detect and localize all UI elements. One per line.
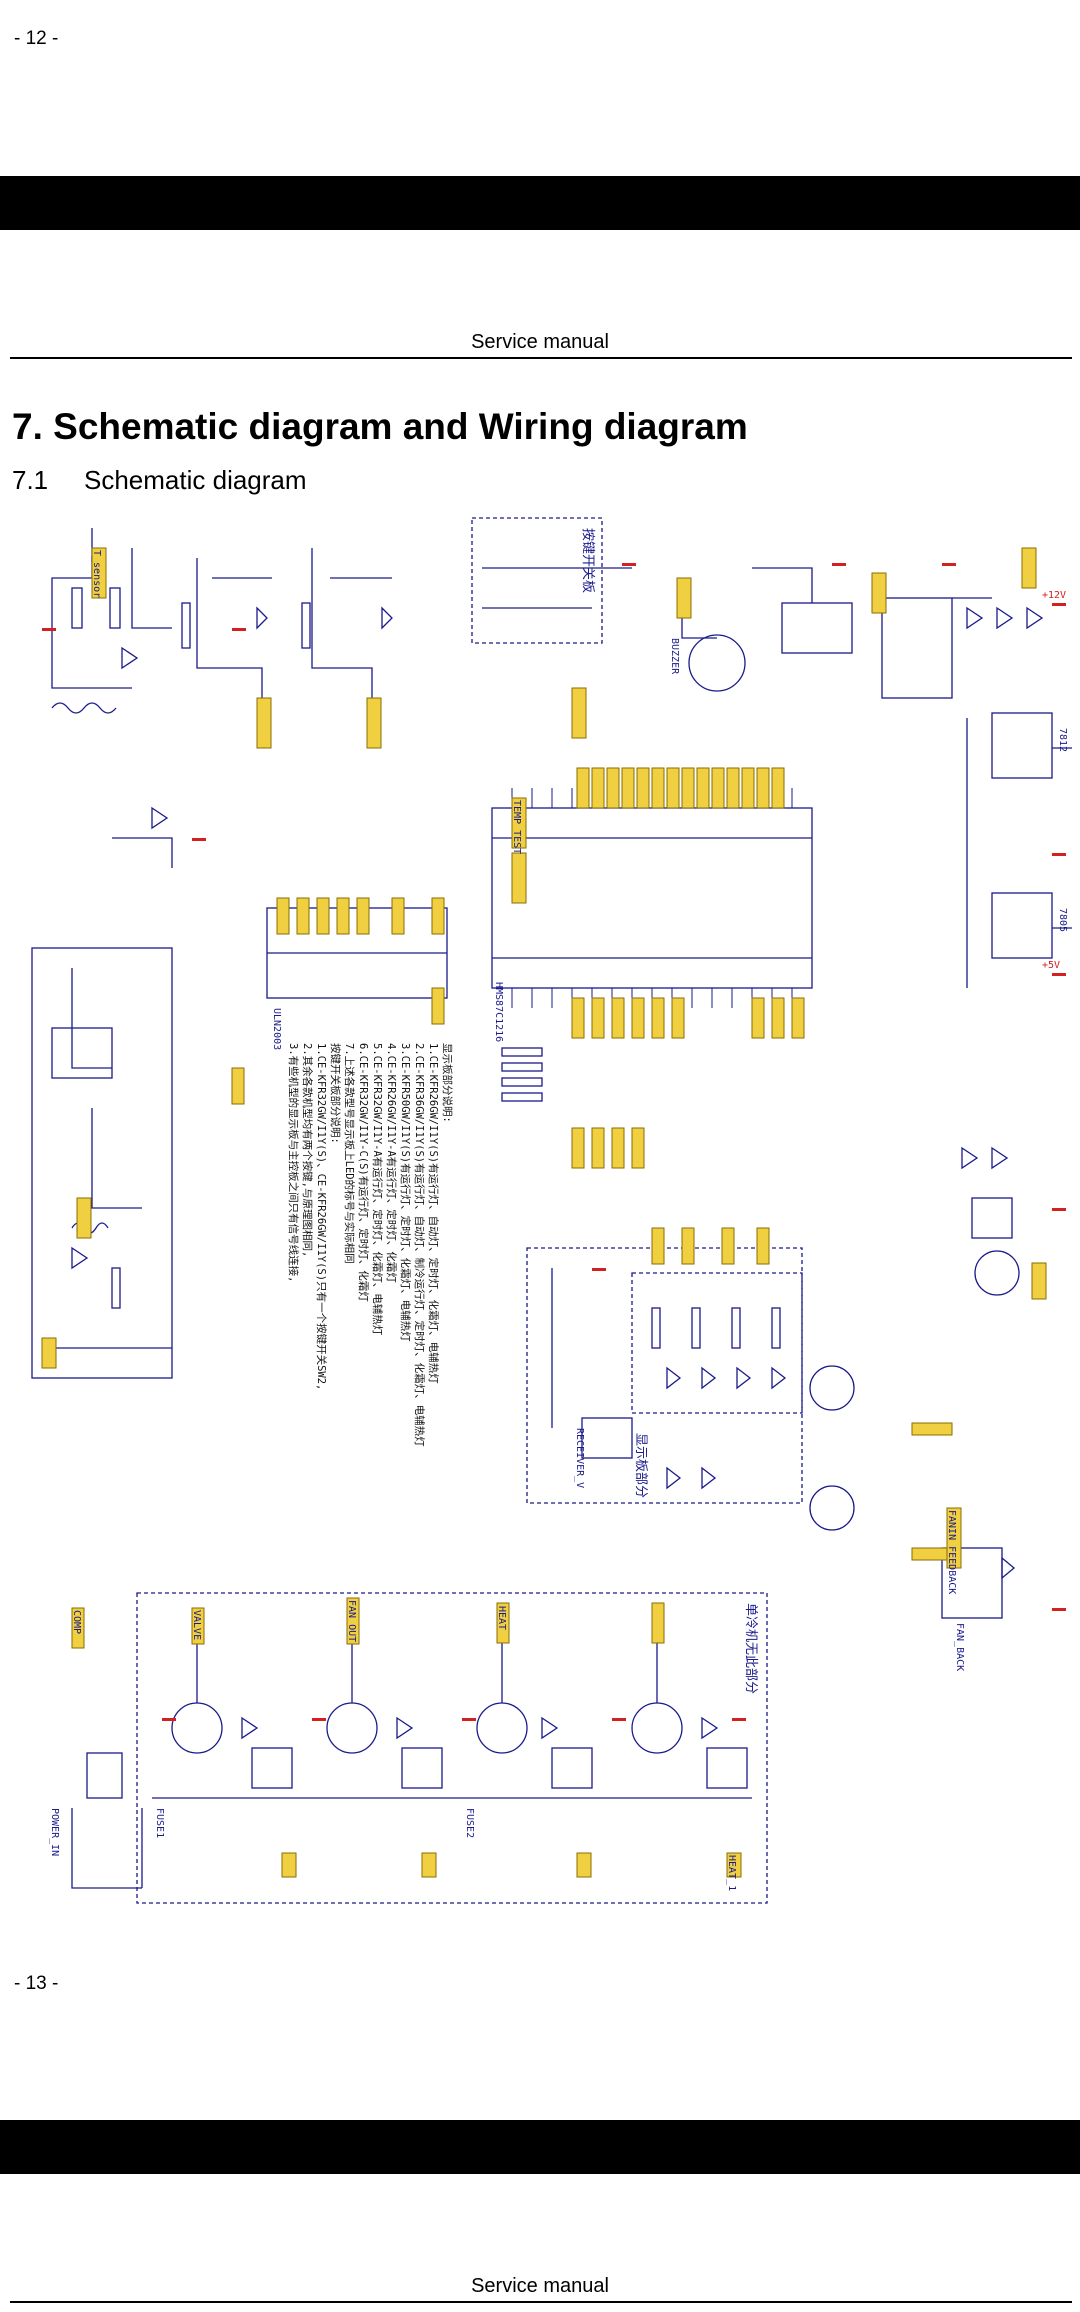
note-line: 5.CE-KFR32GW/I1Y-A有运行灯、定时灯、化霜灯、电辅热灯 bbox=[371, 1043, 384, 1336]
net-comp: COMP bbox=[71, 1610, 82, 1634]
header-black-bar bbox=[0, 176, 1080, 230]
note-line: 2.CE-KFR36GW/I1Y(S)有运行灯、自动灯、制冷运行灯、定时灯、化霜… bbox=[413, 1043, 426, 1447]
footer-service-manual: Service manual bbox=[471, 2275, 609, 2297]
note-line: 1.CE-KFR32GW/I1Y(S)、CE-KFR26GW/I1Y(S)只有一… bbox=[315, 1043, 328, 1390]
regulator-7805-label: 7805 bbox=[1057, 908, 1068, 932]
note-line: 7.上述各款型号显示板上LED的标号与实际相同 bbox=[343, 1043, 356, 1264]
page-number-top: - 12 - bbox=[14, 28, 59, 49]
footer-black-bar bbox=[0, 2120, 1080, 2174]
regulator-7812-label: 7812 bbox=[1057, 728, 1068, 752]
net-valve: VALVE bbox=[191, 1610, 202, 1640]
relay-block-title: 单冷机无此部分 bbox=[743, 1603, 758, 1694]
fuse1-label: FUSE1 bbox=[154, 1808, 165, 1838]
display-block-title: 显示板部分 bbox=[633, 1433, 648, 1498]
net-plus-12v: +12V bbox=[1042, 590, 1066, 601]
net-temp-test: TEMP TEST bbox=[511, 800, 522, 854]
buzzer-label: BUZZER bbox=[669, 638, 680, 675]
note-line: 1.CE-KFR26GW/I1Y(S)有运行灯、自动灯、定时灯、化霜灯、电辅热灯 bbox=[427, 1043, 440, 1384]
header-service-manual: Service manual bbox=[471, 331, 609, 353]
subsection-title: Schematic diagram bbox=[84, 465, 307, 495]
note-line: 按键开关板部分说明: bbox=[329, 1043, 342, 1144]
schematic-diagram: HMS87C1216 ULN2003 BUZZER RECEIVER_V 781… bbox=[31, 517, 1072, 1904]
net-heat: HEAT bbox=[496, 1606, 507, 1630]
uln2003-label: ULN2003 bbox=[271, 1008, 282, 1050]
mcu-label: HMS87C1216 bbox=[493, 982, 504, 1042]
footer-rule bbox=[10, 2301, 1072, 2303]
net-fan-feedback: FANIN FEEDBACK bbox=[946, 1510, 957, 1594]
net-heat-1: HEAT_1 bbox=[726, 1855, 737, 1891]
net-plus-5v: +5V bbox=[1042, 960, 1060, 971]
net-tsensor: T_sensor bbox=[91, 550, 102, 598]
section-title: 7. Schematic diagram and Wiring diagram bbox=[12, 406, 748, 447]
switch-block-title: 按键开关板 bbox=[580, 528, 595, 593]
fuse2-label: FUSE2 bbox=[464, 1808, 475, 1838]
note-line: 2.其余各款机型均有两个按键,与原理图相同, bbox=[301, 1043, 314, 1257]
subsection-number: 7.1 bbox=[12, 465, 49, 495]
note-line: 3.有些机型的显示板与主控板之间只有信号线连接, bbox=[287, 1043, 300, 1282]
note-line: 3.CE-KFR50GW/I1Y(S)有运行灯、定时灯、化霜灯、电辅热灯 bbox=[399, 1043, 412, 1342]
note-line: 6.CE-KFR32GW/I1Y-C(S)有运行灯、定时灯、化霜灯 bbox=[357, 1043, 370, 1302]
note-line: 4.CE-KFR26GW/I1Y-A有运行灯、定时灯、化霜灯 bbox=[385, 1043, 398, 1283]
net-power-in: POWER_IN bbox=[49, 1808, 60, 1856]
net-fan-back: FAN_BACK bbox=[954, 1623, 965, 1671]
net-fan-out: FAN OUT bbox=[346, 1600, 357, 1642]
header-rule bbox=[10, 357, 1072, 359]
note-line: 显示板部分说明: bbox=[441, 1043, 454, 1123]
page-number-bottom: - 13 - bbox=[14, 1973, 59, 1994]
receiver-label: RECEIVER_V bbox=[574, 1428, 585, 1488]
